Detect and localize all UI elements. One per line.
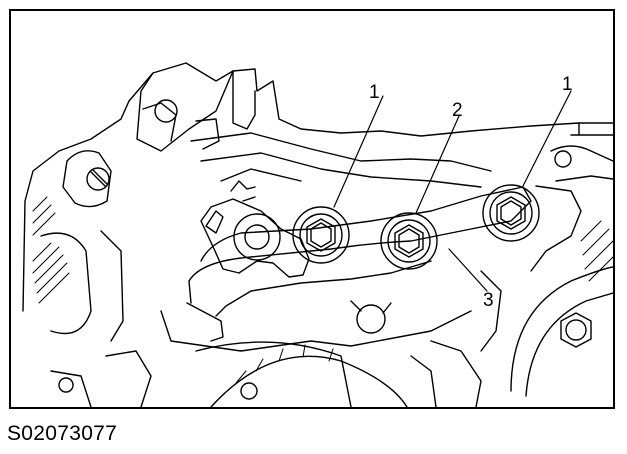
- gear-teeth: [235, 344, 334, 384]
- pivot-outer: [233, 213, 281, 261]
- pivot-inner: [244, 224, 270, 250]
- bolt-middle: [380, 212, 438, 270]
- callout-label-bolt-middle: 2: [452, 100, 463, 121]
- right-hatching: [580, 220, 613, 282]
- lower-boss: [356, 304, 386, 334]
- lower-right-bolt: [560, 312, 592, 348]
- left-lug: [62, 150, 112, 208]
- lower-web: [160, 310, 472, 352]
- upper-bracket: [136, 70, 234, 152]
- illustration-frame: 1 2 1 3: [9, 9, 615, 409]
- left-hatching: [32, 196, 70, 304]
- callout-label-bolt-left: 1: [369, 82, 380, 103]
- upper-lug-hole: [154, 99, 178, 123]
- right-boss: [510, 266, 613, 392]
- right-housing: [550, 145, 613, 182]
- housing-outline: [22, 62, 580, 312]
- engine-assembly-drawing: [22, 62, 613, 407]
- left-screw-head: [86, 167, 110, 191]
- callout-label-bolt-right: 1: [562, 74, 573, 95]
- strap-3: [188, 186, 532, 304]
- callout-label-strap: 3: [483, 290, 494, 311]
- bolt-left: [292, 206, 350, 264]
- bolt-right: [482, 184, 540, 242]
- figure-reference-code: S02073077: [7, 422, 118, 445]
- housing-top-flange: [570, 122, 613, 136]
- callout-leaders: [333, 90, 572, 292]
- lever-arm: [200, 198, 310, 278]
- lower-gear-arc: [210, 355, 408, 407]
- casting-rib-upper: [190, 132, 492, 172]
